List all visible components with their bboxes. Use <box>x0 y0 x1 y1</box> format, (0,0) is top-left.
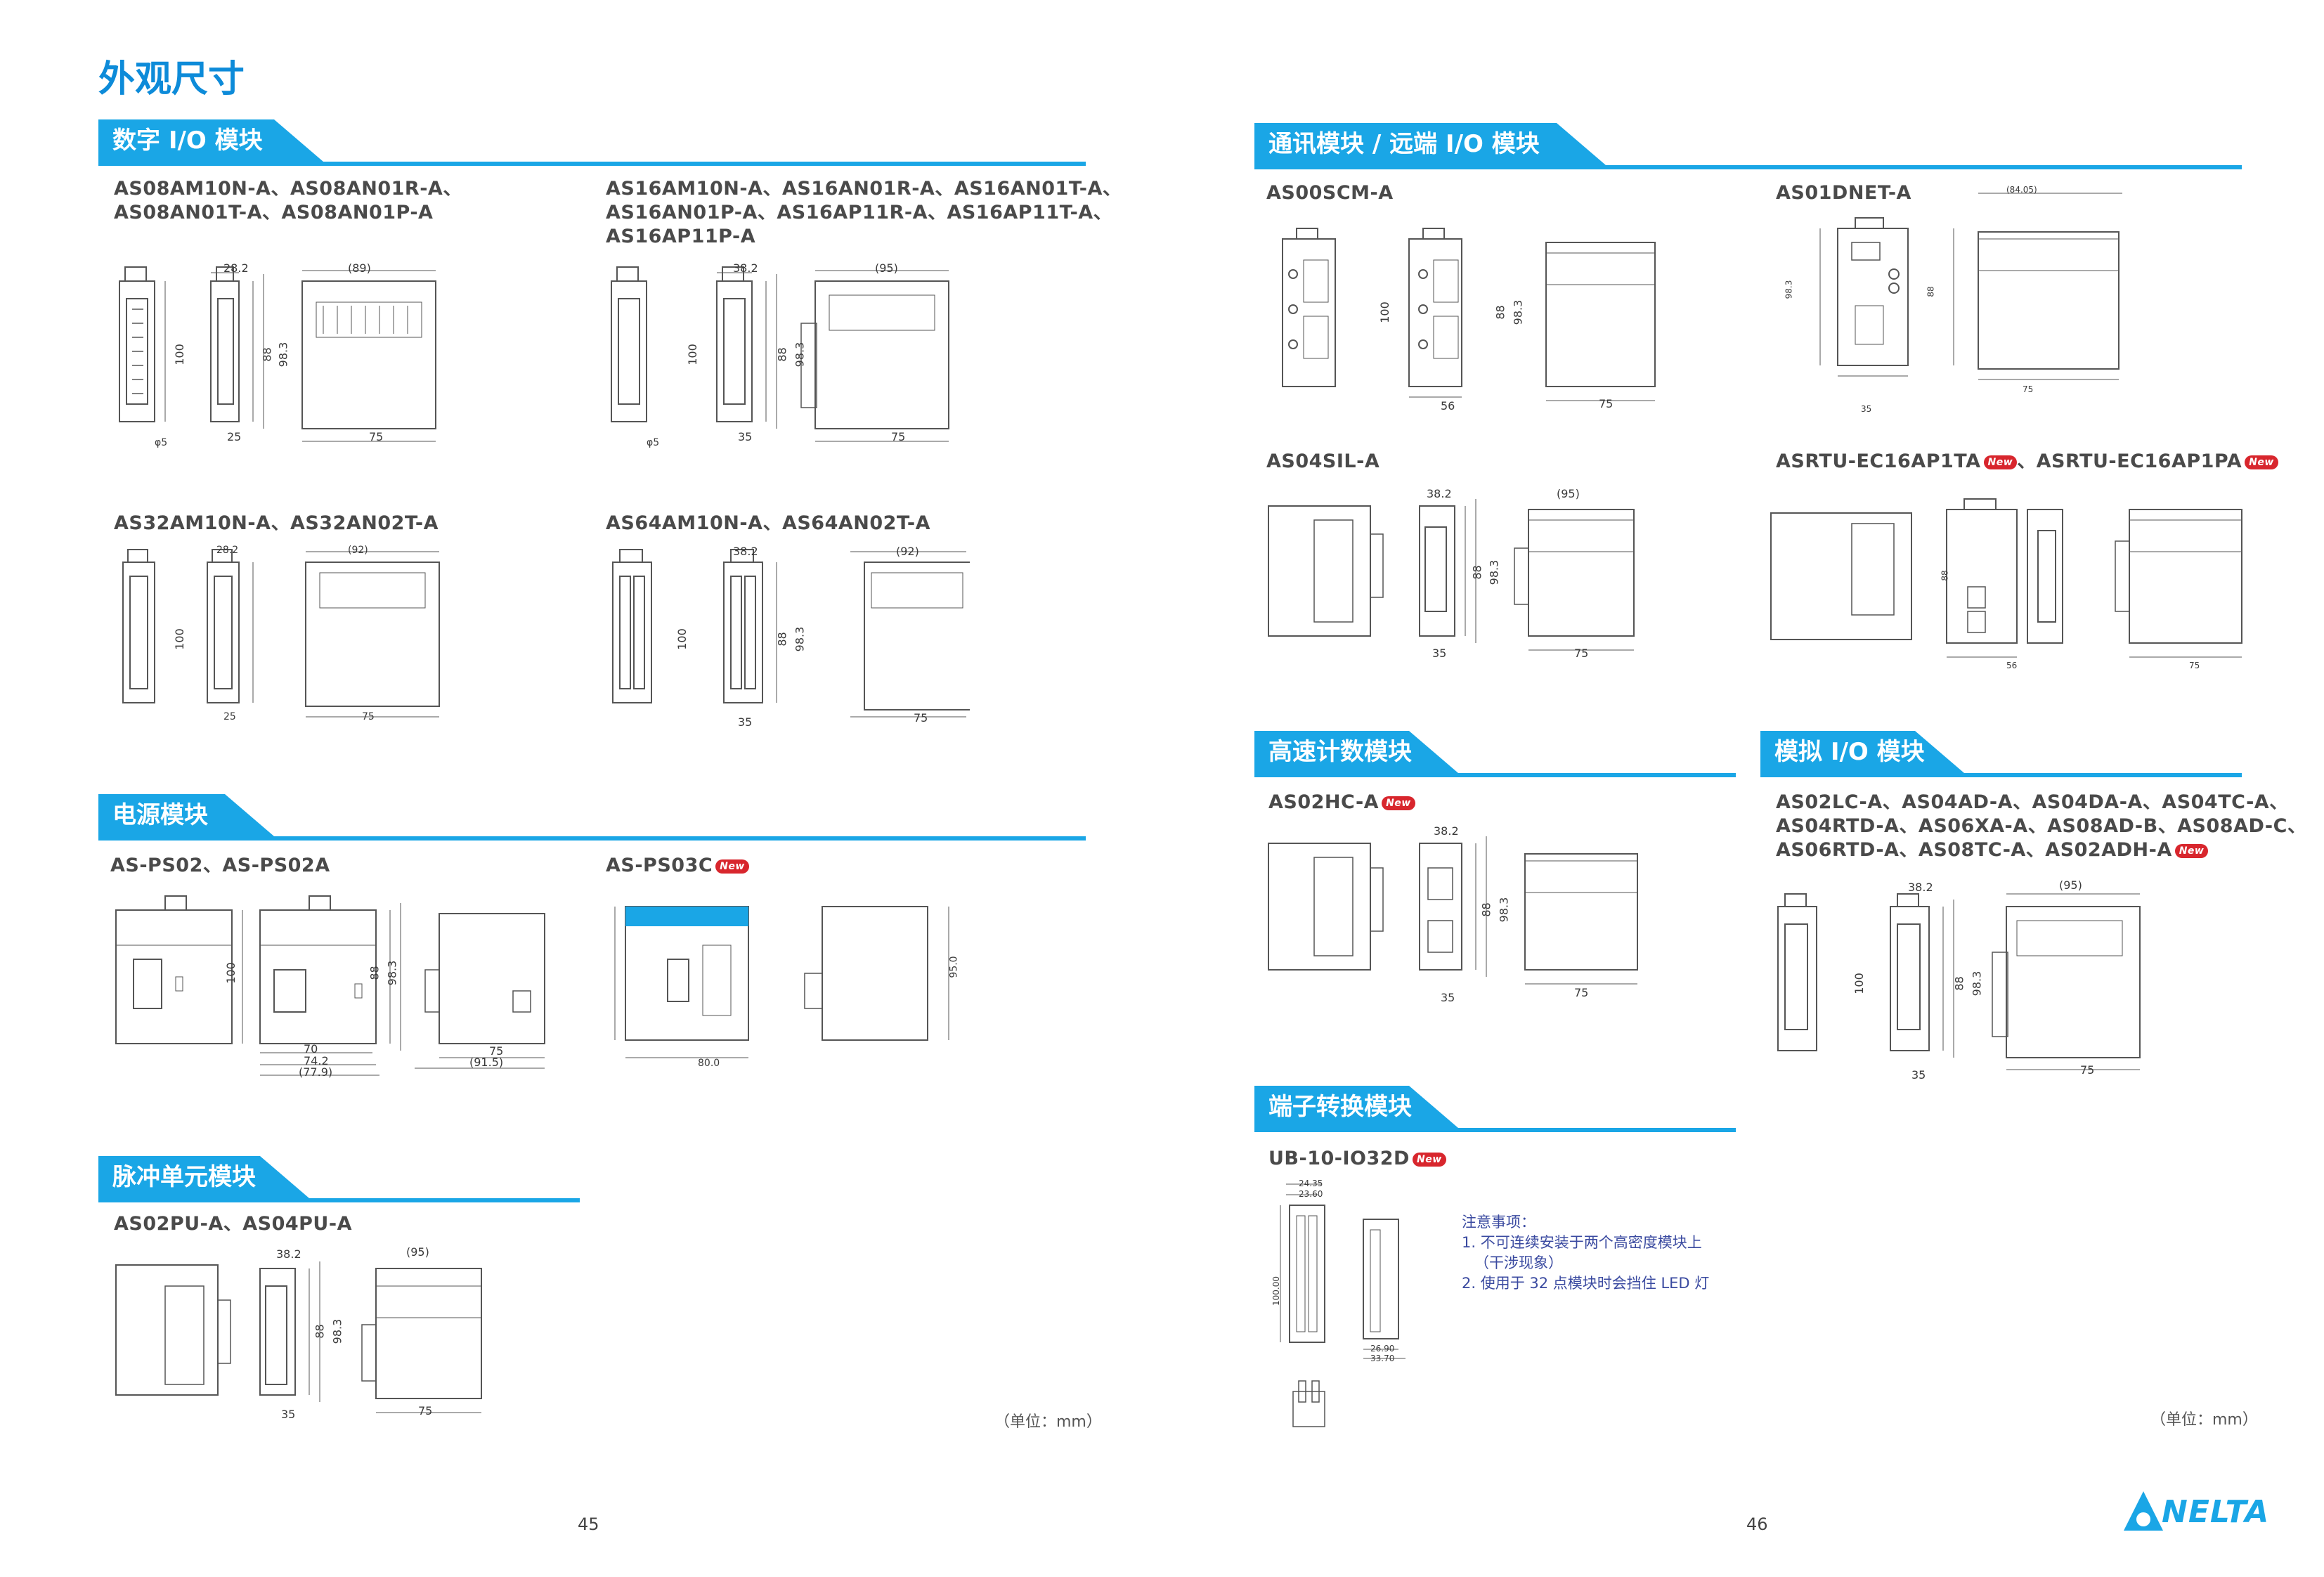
dimension-drawing <box>604 541 970 738</box>
model-label: AS01DNET-A <box>1776 182 1911 204</box>
section-comm: 通讯模块 / 远端 I/O 模块 <box>1254 123 2242 169</box>
note-item: 1. 不可连续安装于两个高密度模块上 <box>1462 1234 1702 1251</box>
dimension-drawing <box>1771 183 2249 408</box>
section-title: 高速计数模块 <box>1254 731 1458 773</box>
section-title: 通讯模块 / 远端 I/O 模块 <box>1254 123 1606 165</box>
section-title: 端子转换模块 <box>1254 1086 1458 1128</box>
section-terminal: 端子转换模块 <box>1254 1086 1736 1132</box>
dimension-drawing <box>112 260 464 457</box>
model-label: AS02LC-A、AS04AD-A、AS04DA-A、AS04TC-A、AS04… <box>1776 791 2307 861</box>
delta-logo: NELTA <box>2122 1490 2284 1539</box>
dimension-drawing <box>1265 225 1666 422</box>
model-label: AS00SCM-A <box>1266 182 1394 204</box>
model-label: AS04SIL-A <box>1266 450 1380 472</box>
section-pulse: 脉冲单元模块 <box>98 1156 580 1202</box>
section-title: 脉冲单元模块 <box>98 1156 309 1198</box>
model-label: AS-PS02、AS-PS02A <box>110 855 330 876</box>
unit-label: （单位：mm） <box>994 1413 1102 1431</box>
new-badge: New <box>1983 455 2018 469</box>
page-number: 45 <box>578 1514 599 1534</box>
new-badge: New <box>2174 843 2209 858</box>
unit-label: （单位：mm） <box>2150 1411 2258 1429</box>
dimension-drawing <box>1265 829 1658 1005</box>
section-high-speed: 高速计数模块 <box>1254 731 1736 777</box>
section-digital-io: 数字 I/O 模块 <box>98 119 1086 166</box>
dimension-drawing <box>1265 492 1658 668</box>
dimension-drawing <box>1265 1177 1427 1441</box>
dimension-drawing <box>604 260 970 457</box>
note-item: （干涉现象） <box>1474 1254 1563 1271</box>
section-title: 模拟 I/O 模块 <box>1760 731 1964 773</box>
dimension-drawing <box>1764 492 2256 675</box>
new-badge: New <box>715 859 749 874</box>
notes-title: 注意事项： <box>1462 1214 1536 1231</box>
dimension-drawing <box>112 893 562 1089</box>
new-badge: New <box>1412 1152 1446 1167</box>
dimension-drawing <box>112 1254 506 1423</box>
new-badge: New <box>1382 796 1415 810</box>
page-title: 外观尺寸 <box>98 58 245 100</box>
dimension-drawing <box>112 541 464 738</box>
section-title: 电源模块 <box>98 794 274 836</box>
model-label: AS02PU-A、AS04PU-A <box>114 1213 352 1235</box>
note-item: 2. 使用于 32 点模块时会挡住 LED 灯 <box>1462 1275 1710 1292</box>
new-badge: New <box>2245 455 2278 469</box>
section-title: 数字 I/O 模块 <box>98 119 323 162</box>
page-number: 46 <box>1746 1514 1768 1534</box>
dimension-drawing <box>604 889 970 1079</box>
dimension-drawing <box>1771 885 2164 1096</box>
model-label: AS64AM10N-A、AS64AN02T-A <box>606 512 930 534</box>
notes-block: 注意事项： 1. 不可连续安装于两个高密度模块上 （干涉现象） 2. 使用于 3… <box>1462 1212 1709 1294</box>
model-label: AS16AM10N-A、AS16AN01R-A、AS16AN01T-A、AS16… <box>606 178 1122 247</box>
section-power: 电源模块 <box>98 794 1086 841</box>
logo-text: NELTA <box>2162 1494 2270 1530</box>
model-label: AS32AM10N-A、AS32AN02T-A <box>114 512 439 534</box>
model-label: AS08AM10N-A、AS08AN01R-A、AS08AN01T-A、AS08… <box>114 178 462 223</box>
section-analog: 模拟 I/O 模块 <box>1760 731 2242 777</box>
delta-triangle-icon <box>2124 1491 2163 1531</box>
